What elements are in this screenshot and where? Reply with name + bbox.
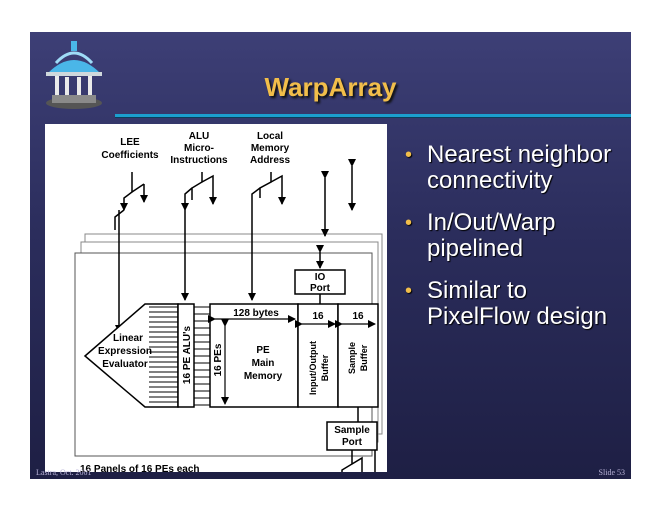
sample-buffer-label-1: Sample (347, 342, 357, 374)
footer-slide-number: Slide 53 (598, 468, 625, 477)
bytes-label: 128 bytes (233, 308, 279, 319)
pe-alus-label: 16 PE ALU's (182, 325, 193, 384)
main-memory-label-1: PE (256, 345, 270, 356)
diagram-svg: LEE Coefficients ALU Micro- Instructions… (74, 131, 383, 472)
evaluator-label-3: Evaluator (102, 359, 148, 370)
io-buffer-label-2: Buffer (320, 354, 330, 381)
evaluator-label-1: Linear (113, 333, 143, 344)
alu-memory-lines (194, 306, 210, 406)
alu-bus-arrows (181, 172, 217, 301)
lee-label-2: Coefficients (101, 150, 159, 161)
footer-author-date: Lastra, Oct. 2001 (36, 468, 92, 477)
bullet-text: Similar to PixelFlow design (427, 277, 608, 330)
pes-label: 16 PEs (213, 343, 224, 376)
panels-caption: 16 Panels of 16 PEs each (80, 464, 200, 472)
bullet-text: Nearest neighbor connectivity (427, 141, 612, 194)
sample-port-label-2: Port (342, 437, 363, 448)
main-memory-label-3: Memory (244, 371, 283, 382)
sample-buffer-label-2: Buffer (359, 344, 369, 371)
bullet-dot-icon: • (405, 212, 413, 234)
main-memory-label-2: Main (252, 358, 275, 369)
bullet-list: • Nearest neighbor connectivity • In/Out/W… (405, 142, 625, 346)
bullet-item: • Nearest neighbor connectivity (405, 142, 625, 194)
warparray-diagram: LEE Coefficients ALU Micro- Instructions… (45, 124, 387, 472)
mem-bus-arrows (248, 172, 286, 301)
bullet-dot-icon: • (405, 144, 413, 166)
evaluator-label-2: Expression (98, 346, 152, 357)
io-vertical-arrows (316, 159, 356, 269)
mem-label-2: Memory (251, 143, 290, 154)
mem-label-3: Address (250, 155, 290, 166)
alu-label-1: ALU (189, 131, 210, 142)
lee-label-1: LEE (120, 137, 140, 148)
bullet-text: In/Out/Warp pipelined (427, 209, 556, 262)
mem-label-1: Local (257, 131, 283, 142)
io-port-label-1: IO (315, 272, 326, 283)
width-a-label: 16 (312, 311, 324, 322)
slide-title: WarpArray (264, 72, 397, 102)
alu-label-3: Instructions (170, 155, 228, 166)
bullet-item: • Similar to PixelFlow design (405, 278, 625, 330)
bullet-item: • In/Out/Warp pipelined (405, 210, 625, 262)
io-buffer-label-1: Input/Output (308, 341, 318, 395)
sample-port-out-arrows (341, 450, 376, 472)
lee-bus-arrows (114, 172, 148, 333)
width-b-label: 16 (352, 311, 364, 322)
evaluator-output-lines (149, 306, 178, 403)
old-well-logo-icon (46, 41, 102, 109)
alu-label-2: Micro- (184, 143, 214, 154)
bullet-dot-icon: • (405, 280, 413, 302)
io-port-label-2: Port (310, 283, 331, 294)
sample-port-label-1: Sample (334, 425, 370, 436)
slide: WarpArray LEE Coefficients ALU Micro- In… (30, 32, 631, 479)
title-underline (115, 114, 631, 117)
